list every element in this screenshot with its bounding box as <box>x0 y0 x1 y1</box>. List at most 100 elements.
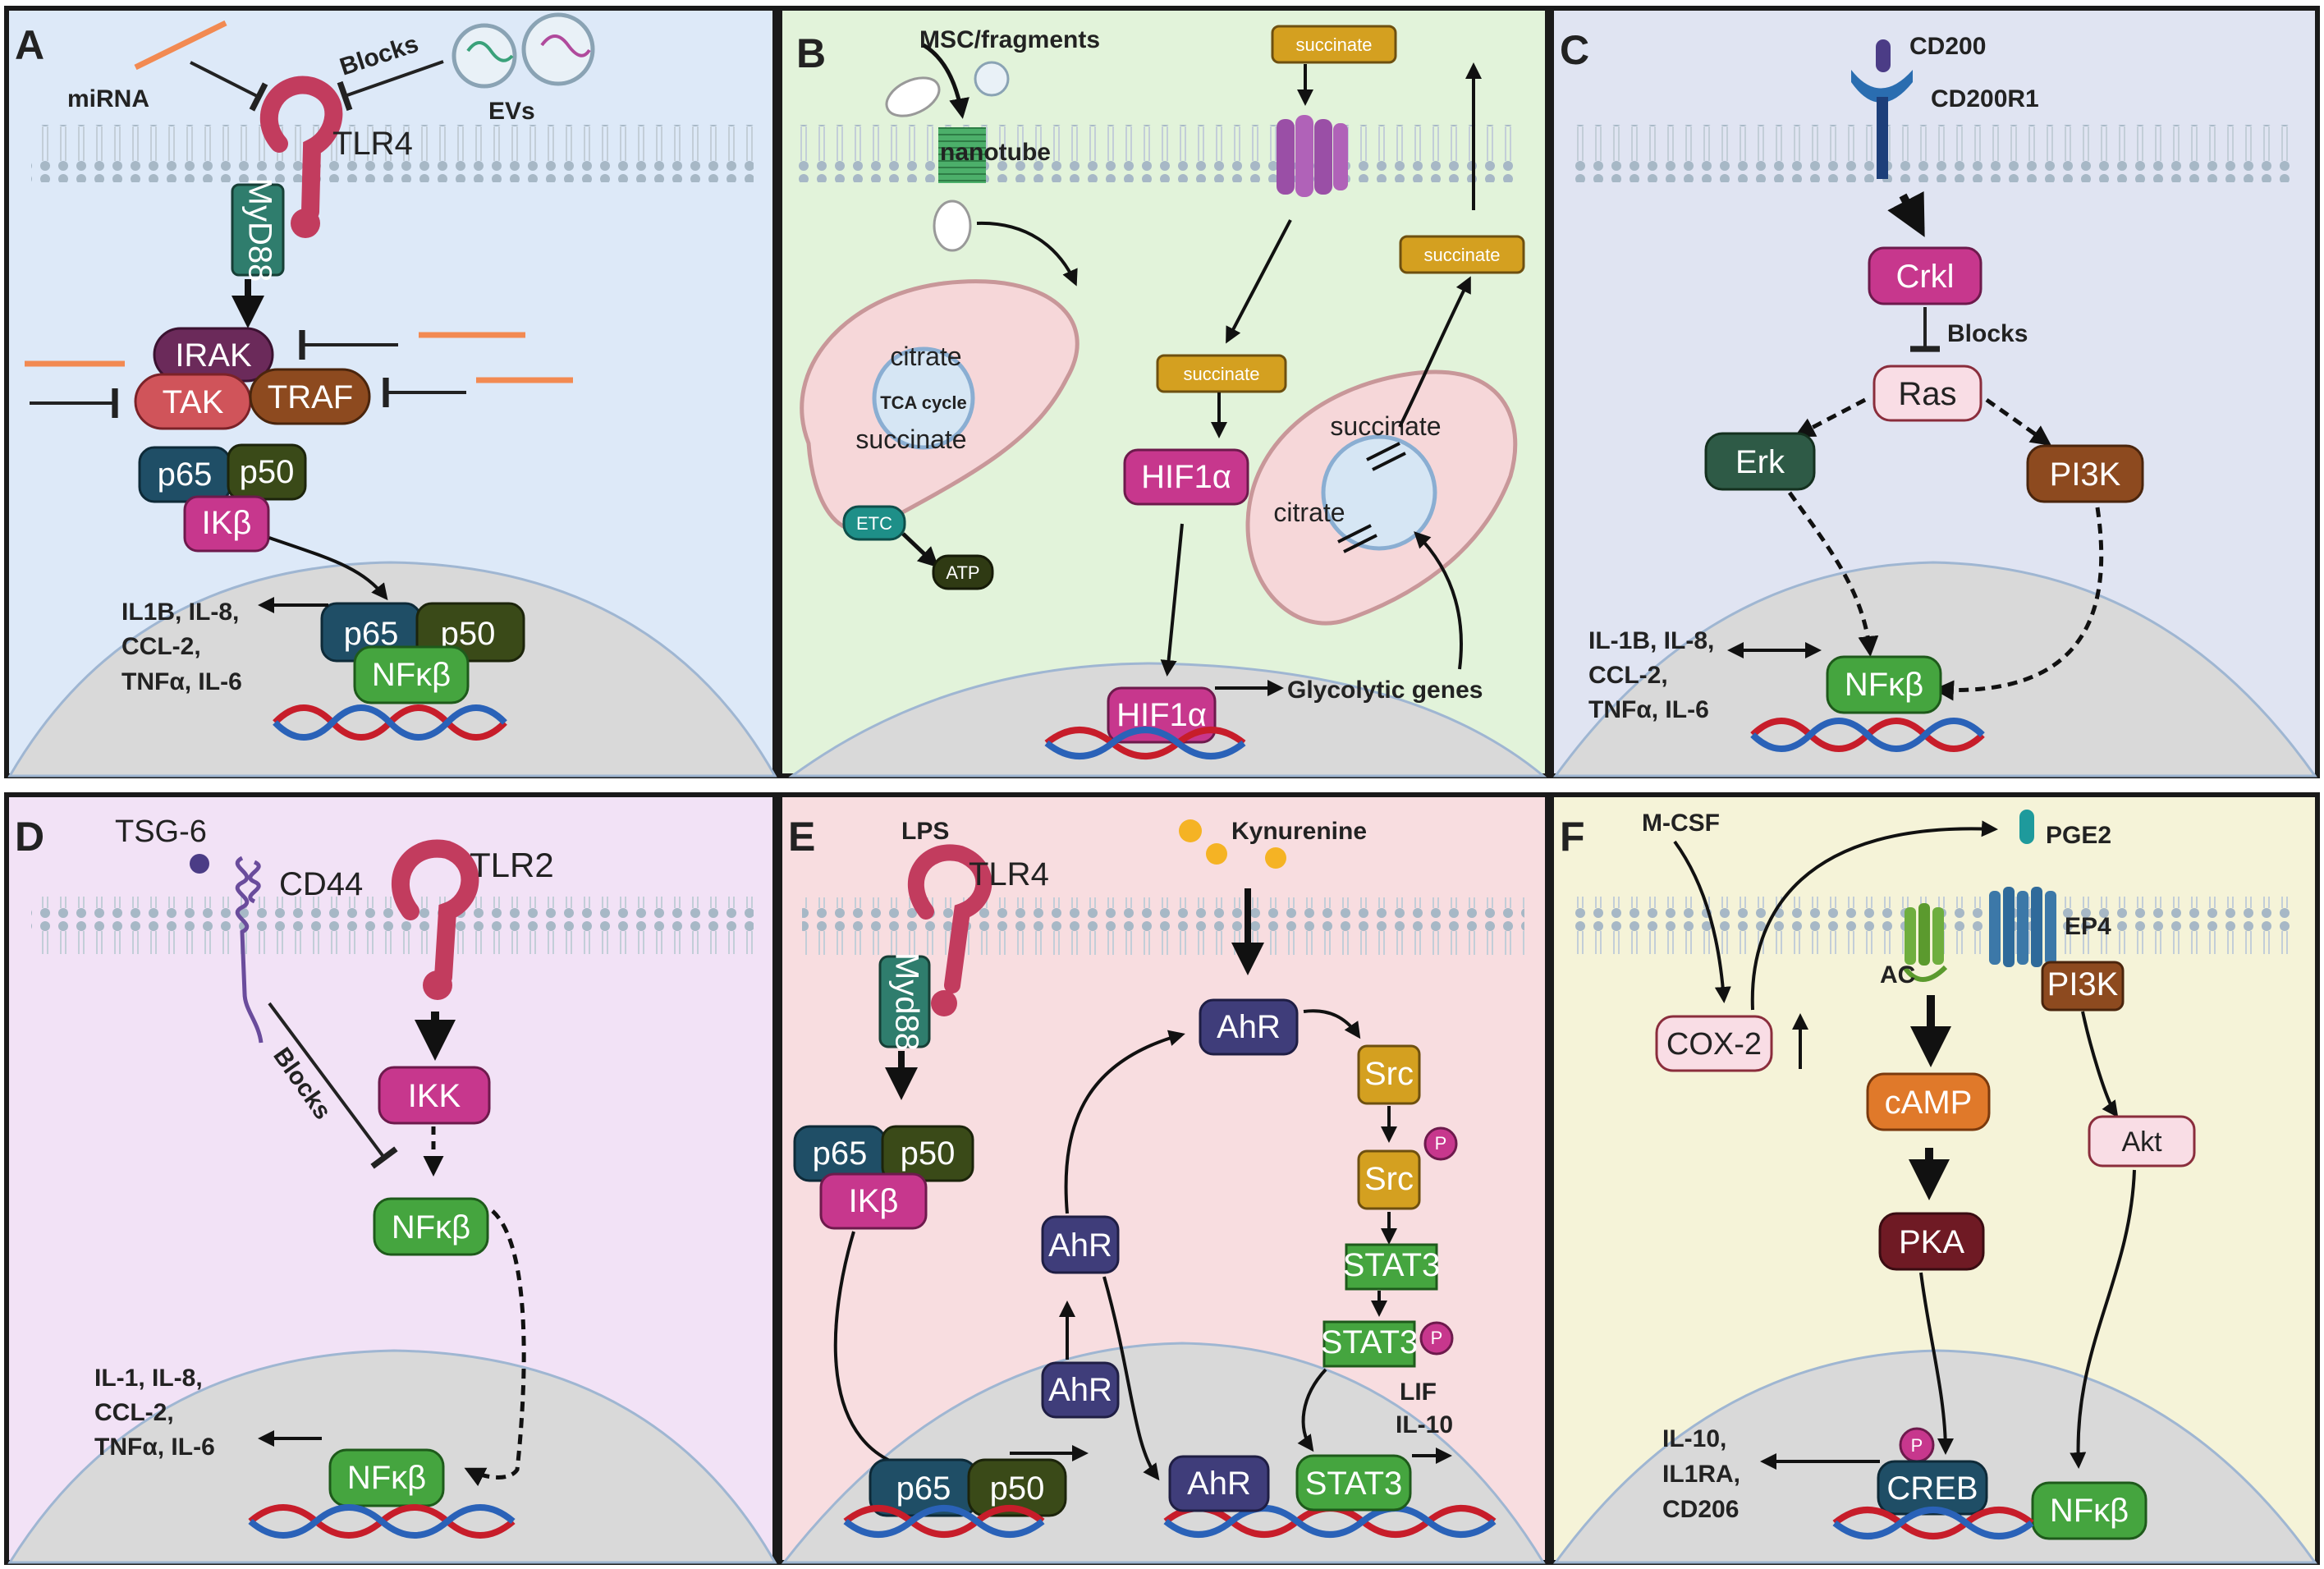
ac-label: AC <box>1880 961 1915 989</box>
stat3-nuclear-label: STAT3 <box>1305 1466 1403 1502</box>
etc-label: ETC <box>856 513 892 534</box>
citrate-label: citrate <box>1273 498 1345 527</box>
p50-label: p50 <box>901 1135 956 1172</box>
ikb-label: IKβ <box>202 505 252 541</box>
ikk-node <box>378 1066 491 1125</box>
crkl-label: Crkl <box>1895 259 1954 295</box>
mitochondrion-fragment-icon <box>885 76 941 117</box>
nfkb-node <box>373 1197 489 1256</box>
stat3-nuclear-node <box>1295 1454 1412 1512</box>
tca-cycle-label: TCA cycle <box>880 392 967 413</box>
extracellular-vesicles-icon <box>452 12 595 89</box>
ahr-node <box>1199 998 1299 1056</box>
camp-node <box>1866 1072 1991 1131</box>
tsg6-ligand-icon <box>190 854 209 874</box>
translocation-arrow <box>268 536 388 601</box>
akt-nfkb-arrow <box>2070 1169 2136 1469</box>
succinate-node <box>1156 354 1287 393</box>
svg-text:TNFα, IL-6: TNFα, IL-6 <box>94 1434 215 1461</box>
ahr-cycle-arrow <box>1064 1030 1185 1214</box>
cox2-node <box>1655 1015 1773 1072</box>
p65-label: p65 <box>813 1135 868 1172</box>
src-node <box>1357 1044 1421 1105</box>
p50-node <box>881 1125 974 1182</box>
tlr2-receptor-end <box>423 970 452 1000</box>
succinate-node <box>1271 25 1397 64</box>
cd200-ligand-icon <box>1876 39 1891 72</box>
msc-label: MSC/fragments <box>919 26 1100 53</box>
vesicle-icon <box>974 61 1010 97</box>
ahr-cytoplasm-node <box>1041 1215 1120 1274</box>
hif1a-label: HIF1α <box>1141 459 1231 495</box>
panel-letter: C <box>1560 27 1589 73</box>
gene-list: IL1B, IL-8, CCL-2, TNFα, IL-6 <box>121 599 242 695</box>
panel-letter: A <box>15 22 44 68</box>
erk-nfkb-arrow <box>1787 491 1879 657</box>
tlr4-label: TLR4 <box>332 126 413 162</box>
cox2-pge2-arrow <box>1750 820 1998 1011</box>
glycolytic-genes-label: Glycolytic genes <box>1287 677 1483 704</box>
ikb-label: IKβ <box>849 1183 899 1219</box>
nfkb-label: NFκβ <box>392 1209 470 1246</box>
phospho-src-node <box>1357 1149 1421 1210</box>
cell-membrane <box>1575 125 2297 182</box>
myd88-label: MyD88 <box>241 178 277 282</box>
nfkb-node <box>1826 655 1942 714</box>
tlr4-receptor-end <box>291 209 320 238</box>
irak-label: IRAK <box>175 337 252 374</box>
mitochondrion-fragment-icon <box>933 200 972 252</box>
etc-node <box>842 505 906 541</box>
tlr4-receptor-end <box>931 990 957 1016</box>
ikb-node <box>819 1172 928 1230</box>
mcsf-label: M-CSF <box>1642 810 1720 837</box>
dna-helix-icon <box>273 704 507 741</box>
panel-letter: B <box>796 30 826 76</box>
pi3k-label: PI3K <box>2047 966 2119 1002</box>
cd44-receptor-icon <box>235 856 264 1044</box>
phosphate-label: P <box>1435 1133 1447 1154</box>
ahr-dna-node <box>1168 1455 1270 1512</box>
succinate-label: succinate <box>1330 411 1441 441</box>
panel-letter: F <box>1560 814 1585 860</box>
panel-a: A miRNA Blocks EVs TLR4 MyD88 IRAK TAK T… <box>4 6 777 778</box>
dna-helix-icon <box>1750 718 1985 752</box>
pi3k-nfkb-arrow <box>1933 507 2104 701</box>
mirna-strand-icon <box>134 20 227 71</box>
panel-letter: E <box>788 814 815 860</box>
succinate-label: succinate <box>1424 245 1501 265</box>
ras-label: Ras <box>1898 376 1956 412</box>
erk-label: Erk <box>1735 444 1785 480</box>
cd200r1-stalk <box>1877 97 1888 179</box>
ras-node <box>1872 365 1983 422</box>
ahr-nuclear-node <box>1041 1361 1120 1419</box>
svg-text:CCL-2,: CCL-2, <box>121 633 201 660</box>
svg-text:CCL-2,: CCL-2, <box>94 1399 174 1426</box>
pge2-label: PGE2 <box>2046 822 2111 849</box>
myd88-label: Myd88 <box>888 952 924 1051</box>
succinate-node <box>1399 235 1525 274</box>
stat3-node <box>1345 1243 1438 1291</box>
tlr4-label: TLR4 <box>969 856 1049 892</box>
crkl-node <box>1868 246 1983 305</box>
phospho-src-label: Src <box>1364 1161 1414 1197</box>
atp-node <box>932 554 994 590</box>
p50-nuclear-node <box>967 1458 1067 1517</box>
p65-nuclear-label: p65 <box>896 1470 951 1507</box>
phospho-stat3-label: STAT3 <box>1321 1324 1419 1360</box>
panel-d: D TSG-6 CD44 TLR2 IKK Blocks NFκβ NFκβ I… <box>4 792 777 1565</box>
akt-node <box>2088 1115 2196 1168</box>
p65-label: p65 <box>158 456 213 493</box>
succinate-arrow <box>1226 219 1292 344</box>
camp-label: cAMP <box>1885 1085 1973 1121</box>
traf-label: TRAF <box>268 379 353 415</box>
pka-node <box>1878 1212 1985 1271</box>
il10-label: IL-10 <box>1396 1411 1453 1438</box>
p50-nuclear-label: p50 <box>990 1470 1045 1507</box>
gene-list: IL-10, IL1RA, CD206 <box>1662 1425 1740 1523</box>
creb-label: CREB <box>1886 1470 1978 1507</box>
pka-label: PKA <box>1899 1224 1964 1260</box>
nfkb-label: NFκβ <box>2050 1493 2129 1529</box>
svg-text:TNFα, IL-6: TNFα, IL-6 <box>121 668 242 695</box>
phosphate-label: P <box>1911 1435 1923 1456</box>
panel-c: C CD200 CD200R1 Crkl Blocks Ras Erk PI3K… <box>1549 6 2320 778</box>
